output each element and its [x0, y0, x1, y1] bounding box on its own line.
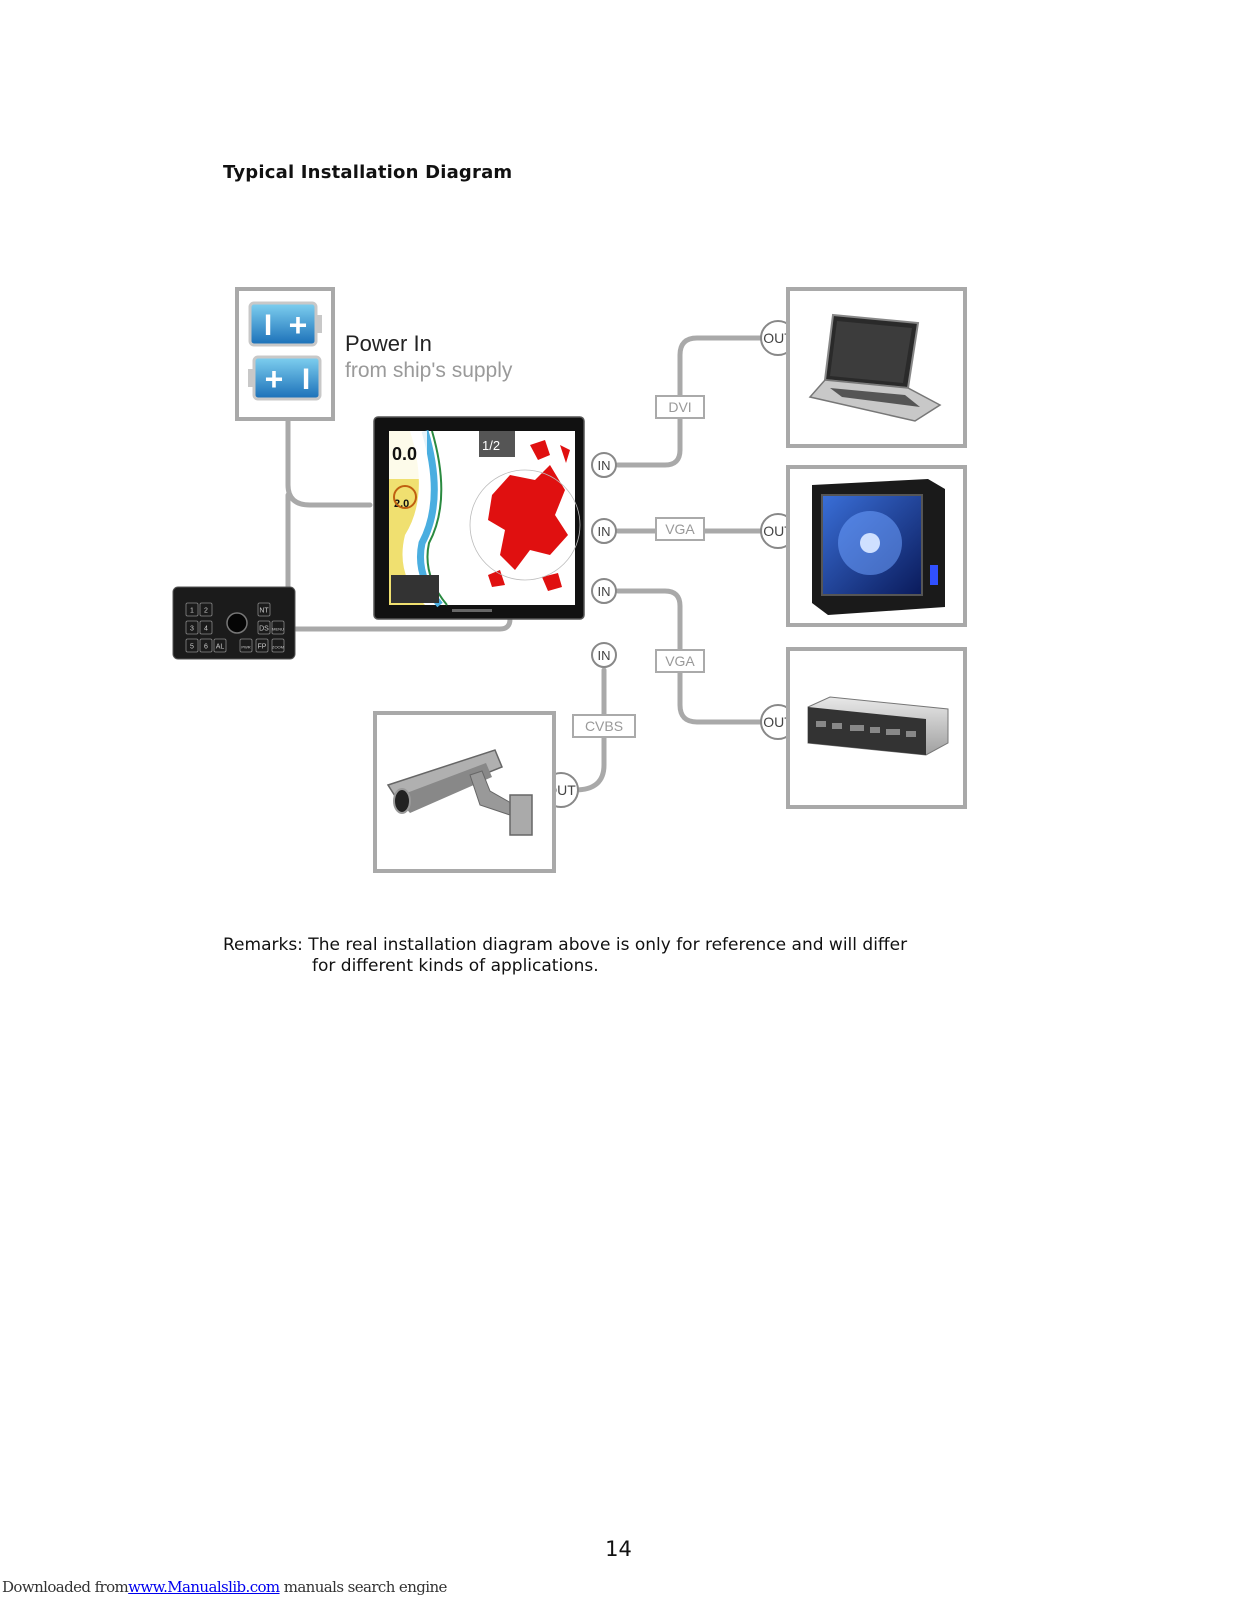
- svg-text:OUT: OUT: [763, 523, 793, 539]
- svg-text:CVBS: CVBS: [585, 718, 623, 734]
- display-vga2-in-port: IN: [591, 578, 617, 604]
- battery-minus-label: I: [264, 309, 272, 342]
- svg-text:AL: AL: [216, 644, 225, 651]
- svg-text:IN: IN: [598, 584, 611, 599]
- svg-text:NT: NT: [259, 608, 269, 615]
- laptop-device: [786, 287, 967, 448]
- installation-diagram: I + + I Power In from ship's supply 0.0 …: [172, 287, 967, 873]
- keypad-key: NT: [257, 602, 271, 617]
- svg-text:DVI: DVI: [668, 399, 691, 415]
- display-dvi-in-port: IN: [591, 452, 617, 478]
- svg-text:1: 1: [190, 608, 194, 615]
- vga-bottom-label: VGA: [655, 649, 705, 673]
- svg-text:PWR: PWR: [241, 645, 250, 650]
- svg-text:VGA: VGA: [665, 521, 695, 537]
- svg-text:IN: IN: [598, 524, 611, 539]
- svg-text:DS: DS: [259, 626, 269, 633]
- display-range-readout: 1/2: [482, 438, 500, 453]
- footer-suffix: manuals search engine: [279, 1578, 448, 1596]
- keypad-key: 5: [185, 638, 199, 653]
- keypad-key: 1: [185, 602, 199, 617]
- manualslib-link[interactable]: www.Manualslib.com: [128, 1578, 280, 1596]
- cable-labels: DVI VGA VGA CVBS: [572, 395, 705, 738]
- remarks-line-1: Remarks: The real installation diagram a…: [223, 935, 908, 955]
- cvbs-label: CVBS: [572, 714, 636, 738]
- keypad-key: 2: [199, 602, 213, 617]
- marine-display: 0.0 2.0 1/2: [373, 416, 585, 620]
- svg-text:ZOOM: ZOOM: [272, 645, 284, 650]
- page-number: 14: [605, 1537, 632, 1561]
- svg-text:MENU: MENU: [272, 627, 284, 632]
- vga-top-label: VGA: [655, 517, 705, 541]
- keypad-key: DS: [257, 620, 271, 635]
- power-in-title: Power In: [345, 331, 432, 356]
- svg-text:OUT: OUT: [763, 714, 793, 730]
- remarks-text: Remarks: The real installation diagram a…: [223, 935, 907, 977]
- svg-text:VGA: VGA: [665, 653, 695, 669]
- box-pc-device: [786, 647, 967, 809]
- svg-text:IN: IN: [598, 458, 611, 473]
- keypad-key: FP: [255, 638, 269, 653]
- battery-top-icon: I +: [248, 301, 322, 347]
- display-vga-in-port: IN: [591, 518, 617, 544]
- svg-text:2: 2: [204, 608, 208, 615]
- dvi-label: DVI: [655, 395, 705, 419]
- battery-minus-label-2: I: [302, 363, 310, 396]
- battery-bottom-icon: + I: [248, 355, 322, 401]
- svg-text:6: 6: [204, 644, 208, 651]
- power-in-subtitle: from ship's supply: [345, 359, 513, 382]
- keypad-key: 3: [185, 620, 199, 635]
- camera-device: [373, 711, 556, 873]
- keypad-key: 6: [199, 638, 213, 653]
- desktop-pc-device: [786, 465, 967, 627]
- keypad-key: 4: [199, 620, 213, 635]
- keypad-key: PWR: [239, 638, 253, 653]
- battery-plus-label: +: [289, 307, 308, 343]
- svg-text:IN: IN: [598, 648, 611, 663]
- keypad-key: AL: [213, 638, 227, 653]
- battery-plus-label-2: +: [265, 361, 284, 397]
- remarks-line-2: for different kinds of applications.: [312, 956, 599, 976]
- svg-text:FP: FP: [258, 644, 267, 651]
- page-heading: Typical Installation Diagram: [223, 162, 513, 183]
- download-footer: Downloaded fromwww.Manualslib.com manual…: [2, 1578, 447, 1596]
- svg-text:OUT: OUT: [763, 330, 793, 346]
- display-cvbs-in-port: IN: [591, 642, 617, 668]
- power-cable: [285, 416, 373, 508]
- display-speed-readout: 0.0: [392, 444, 417, 464]
- svg-text:4: 4: [204, 626, 208, 633]
- keypad-key: ZOOM: [271, 638, 285, 653]
- svg-text:3: 3: [190, 626, 194, 633]
- svg-text:5: 5: [190, 644, 194, 651]
- footer-prefix: Downloaded from: [2, 1578, 129, 1596]
- keypad-key: MENU: [271, 620, 285, 635]
